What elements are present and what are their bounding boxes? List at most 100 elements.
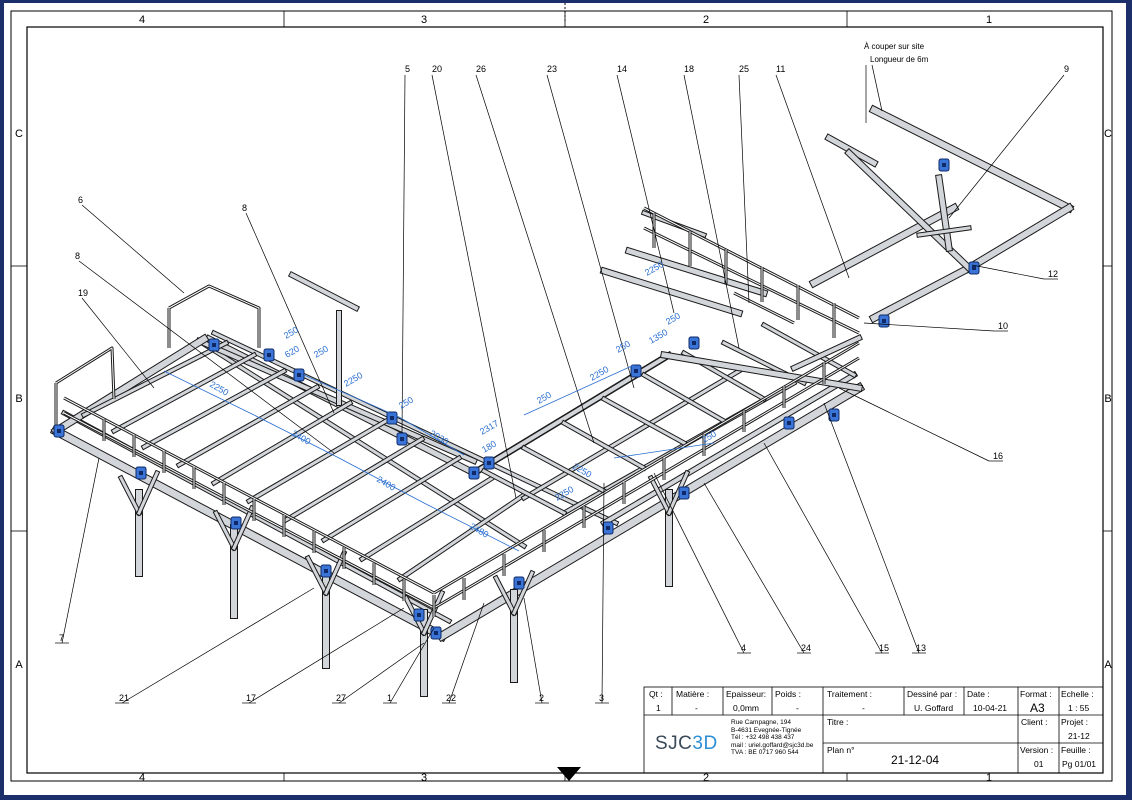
clamp-bolt — [517, 581, 521, 585]
leader-line — [775, 74, 850, 279]
boom-end-beam-face — [964, 203, 1074, 273]
dimension-line — [163, 370, 255, 416]
clamp-bolt — [212, 343, 216, 347]
deck-long-beam-face — [196, 338, 527, 549]
outrigger-beam-face — [600, 267, 743, 317]
zone-row-label-left: C — [15, 128, 23, 140]
dimension-line — [253, 414, 340, 459]
leg-brace-face — [232, 506, 254, 550]
leg-brace-face — [118, 475, 142, 516]
right-end-beam-face — [661, 352, 862, 391]
dimension-label: 250 — [312, 344, 330, 360]
clamp-bolt — [972, 266, 976, 270]
clamp-bolt — [434, 631, 438, 635]
front-right-railing-mid-core — [433, 357, 860, 609]
callout-number: 8 — [242, 203, 247, 213]
clamp-bolt — [400, 437, 404, 441]
dimension-label: 620 — [283, 344, 301, 360]
boom-brace-face — [917, 226, 971, 237]
callout-leaders — [55, 64, 1065, 704]
front-railing-mid-core — [63, 412, 435, 609]
leader-line — [431, 74, 517, 499]
callout-number: 5 — [405, 64, 410, 74]
leader-line — [703, 482, 805, 654]
format-label: Format : — [1020, 689, 1052, 699]
right-back-railing-top-core — [643, 207, 860, 319]
deck-long-beam-face — [212, 331, 618, 525]
leg-brace-face — [512, 571, 534, 615]
dimension-label: 2250 — [588, 364, 610, 383]
leader-line — [81, 204, 185, 294]
dessine-value: U. Goffard — [914, 703, 954, 713]
site-note-line1: À couper sur site — [864, 42, 925, 51]
callout-number: 25 — [739, 64, 749, 74]
clamp-bolt — [417, 613, 421, 617]
epaisseur-label: Epaisseur: — [726, 689, 767, 699]
clamp-bolt — [606, 526, 610, 530]
poids-label: Poids : — [775, 689, 801, 699]
callout-number: 11 — [776, 64, 785, 74]
deck-cross-beam-face — [641, 372, 727, 424]
leader-line — [523, 597, 543, 704]
date-label: Date : — [967, 689, 990, 699]
deck-cross-beam-face — [481, 468, 567, 516]
outer-frame — [10, 10, 1113, 782]
dimension-label: 2400 — [290, 428, 312, 447]
deck-cross-beam-face — [521, 445, 607, 494]
leader-line — [738, 74, 750, 304]
callout-number: 27 — [336, 693, 346, 703]
dimension-label: 2250 — [342, 370, 364, 389]
clamp-bolt — [682, 491, 686, 495]
zone-column-label-top: 1 — [986, 14, 992, 26]
leg-brace-face — [137, 471, 159, 515]
leader-line — [245, 212, 335, 414]
leg-brace-face — [213, 510, 237, 551]
deck-cross-beam-face — [246, 418, 389, 504]
dimension-line — [303, 374, 400, 418]
clamp-bolt — [832, 413, 836, 417]
callout-number: 6 — [78, 195, 83, 205]
callout-number: 18 — [684, 64, 694, 74]
clamp-bolt — [139, 471, 143, 475]
leader-line — [971, 264, 1045, 280]
leader-line — [389, 627, 435, 704]
left-railing-core — [55, 347, 115, 400]
boom-post-face — [936, 175, 952, 251]
dimension-label: 180 — [480, 439, 498, 455]
deck-cross-beam-face — [176, 384, 320, 468]
leader-line — [248, 607, 405, 704]
zone-column-label-bottom: 2 — [703, 772, 709, 784]
site-note-line2: Longueur de 6m — [870, 55, 929, 64]
callout-number: 13 — [916, 643, 926, 653]
leader-line — [546, 74, 635, 389]
dimension-line — [613, 442, 715, 459]
callout-number: 23 — [547, 64, 557, 74]
deck-cross-beam-face — [111, 352, 257, 434]
dimension-label: 250 — [614, 339, 632, 355]
deck-cross-beam-face — [211, 400, 353, 486]
clamp-bolt — [57, 429, 61, 433]
right-back-railing-mid-core — [643, 227, 860, 334]
traitement-value: - — [862, 703, 865, 713]
leader-line — [81, 297, 155, 389]
zone-column-label-bottom: 1 — [986, 772, 992, 784]
callout-number: 26 — [476, 64, 486, 74]
zone-row-label-left: B — [15, 393, 22, 405]
leader-line — [763, 442, 883, 654]
zone-column-label-top: 4 — [139, 14, 145, 26]
callout-number: 21 — [119, 693, 129, 703]
boom-cross-beam-face — [825, 134, 878, 167]
deck-cross-beam-face — [283, 436, 425, 523]
callout-number: 15 — [879, 643, 889, 653]
qt-label: Qt : — [649, 689, 663, 699]
title-block-grid — [643, 686, 1104, 774]
leader-line — [823, 402, 920, 654]
leg-brace-face — [648, 475, 672, 516]
front-railing-top-core — [63, 397, 435, 594]
projet-value: 21-12 — [1068, 731, 1090, 741]
boom-beam-face — [809, 203, 959, 288]
clamp-bolt — [634, 369, 638, 373]
right-end-beam-face — [791, 335, 862, 371]
dimension-line — [338, 457, 425, 504]
